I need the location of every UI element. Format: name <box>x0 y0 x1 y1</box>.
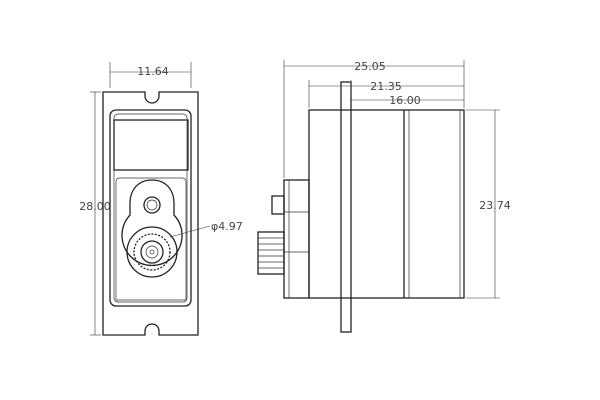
front-upper-section <box>115 177 187 301</box>
dim-diameter-leader <box>169 225 211 238</box>
side-mounting-flange <box>340 81 352 333</box>
front-output-center <box>149 249 155 255</box>
front-view: 11.64 28.00 φ4.97 <box>79 62 243 336</box>
front-case-inner <box>113 113 188 303</box>
dim-side-body-length: 16.00 <box>389 94 421 107</box>
side-gear-cap <box>283 179 310 299</box>
front-case-body <box>109 109 192 307</box>
front-output-hub <box>140 240 164 264</box>
front-output-ring <box>126 226 178 278</box>
side-main-body <box>308 109 465 299</box>
front-idler-boss <box>143 196 161 214</box>
dim-front-width: 11.64 <box>137 65 169 78</box>
side-output-spline <box>257 231 285 275</box>
front-mounting-flange <box>102 91 199 336</box>
front-gear-housing <box>121 179 183 266</box>
side-idler-boss <box>271 195 285 215</box>
dim-side-total-length: 25.05 <box>354 60 386 73</box>
front-output-spline <box>133 233 171 271</box>
side-view: 25.05 21.35 16.00 23.74 <box>257 60 511 333</box>
dim-front-height: 28.00 <box>79 200 111 213</box>
front-idler-boss-inner <box>146 199 158 211</box>
dim-output-diameter: φ4.97 <box>211 220 243 233</box>
dim-side-mid-length: 21.35 <box>370 80 402 93</box>
front-output-screw <box>145 245 159 259</box>
dim-side-height: 23.74 <box>479 199 511 212</box>
front-label-window <box>113 119 189 171</box>
